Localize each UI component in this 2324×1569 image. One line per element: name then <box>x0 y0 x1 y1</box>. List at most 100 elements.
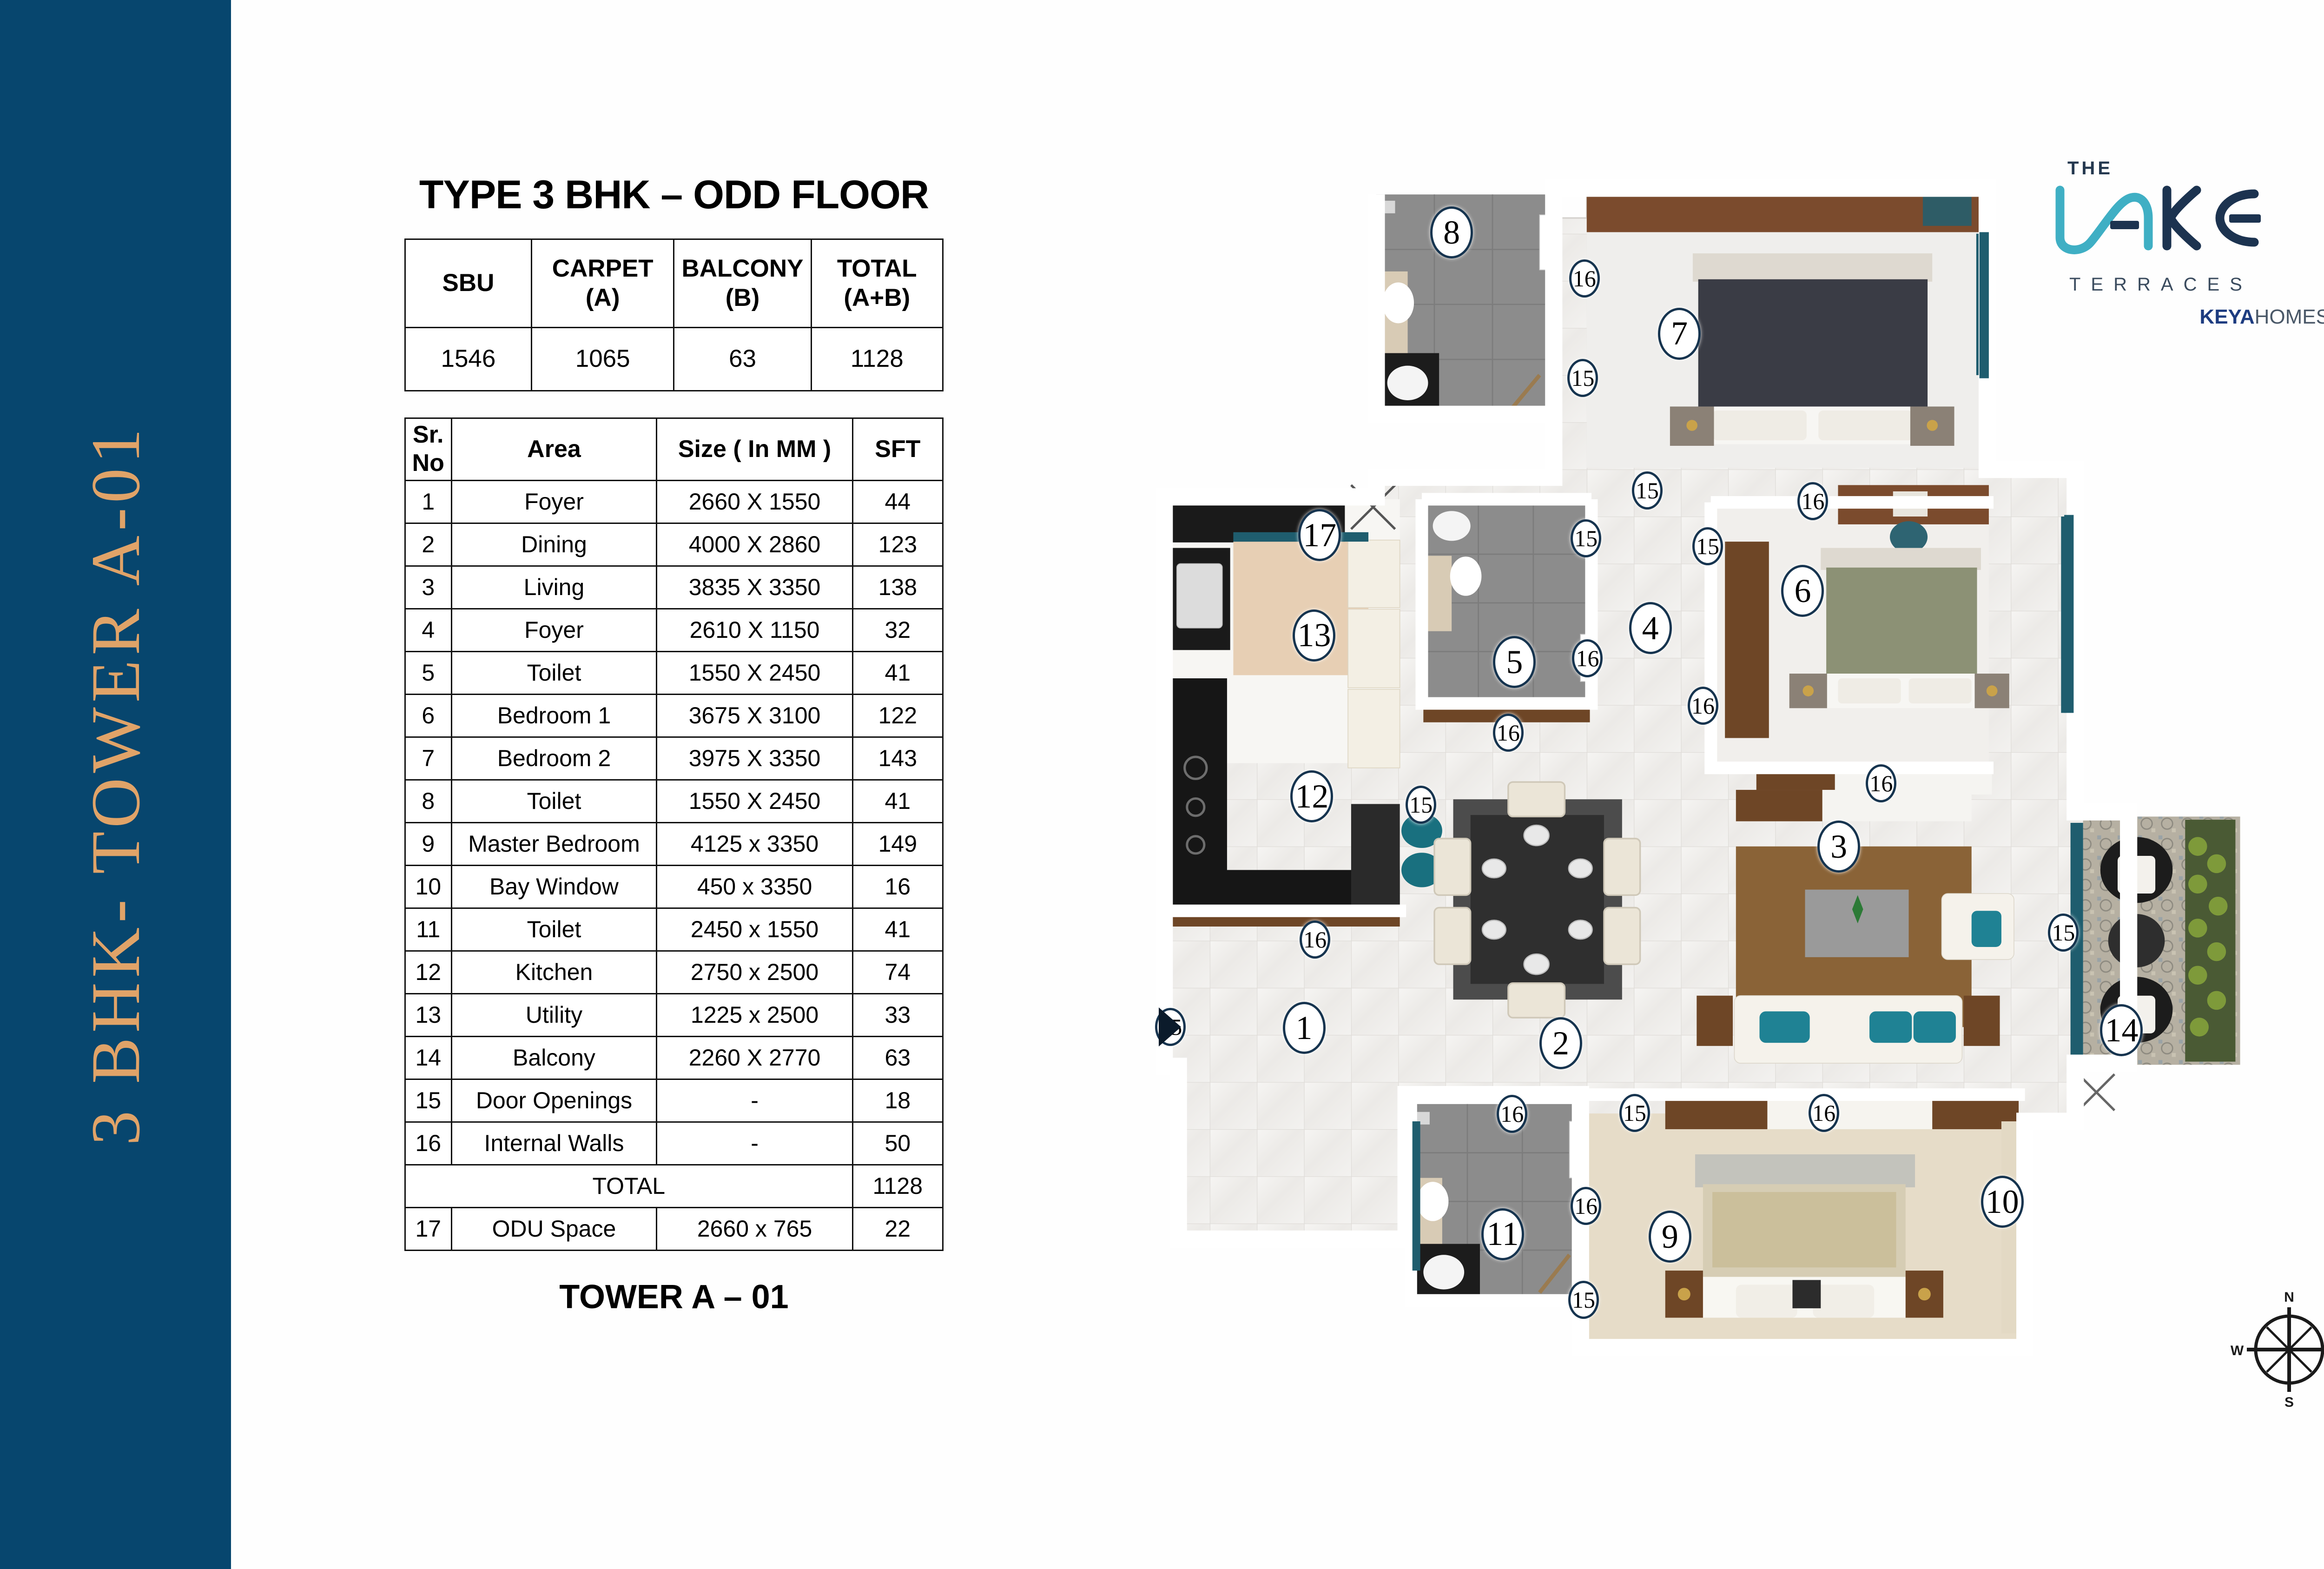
dining-chairs <box>1433 781 1641 1019</box>
floorplan-marker-6[interactable]: 6 <box>1781 565 1824 617</box>
areas-cell-area: Balcony <box>450 1035 658 1080</box>
bedroom2-lamp-left <box>1686 420 1698 431</box>
areas-cell-size: 2610 X 1150 <box>656 608 853 652</box>
areas-cell-sft: 74 <box>852 950 944 994</box>
areas-cell-sft: 143 <box>852 736 944 781</box>
summary-value-balcony: 63 <box>673 327 812 391</box>
areas-cell-area: Bedroom 1 <box>450 693 658 738</box>
floorplan-marker-12[interactable]: 12 <box>1290 770 1334 823</box>
logo-lake-wordmark <box>2055 185 2261 254</box>
floorplan-marker-16[interactable]: 16 <box>1809 1093 1840 1132</box>
toilet5-wc <box>1450 556 1482 596</box>
floorplan-marker-15[interactable]: 15 <box>1692 527 1723 566</box>
floorplan-marker-15[interactable]: 15 <box>1567 359 1598 397</box>
summary-header-carpet-line2: (A) <box>585 284 620 311</box>
floorplan-marker-15[interactable]: 15 <box>2048 913 2079 952</box>
utility-sink <box>1176 563 1223 629</box>
floorplan-marker-15[interactable]: 15 <box>1568 1280 1599 1319</box>
living-cushion-3 <box>1913 1011 1956 1043</box>
living-sidetable-right <box>1963 995 2000 1046</box>
bedroom2-bed <box>1698 279 1928 409</box>
floorplan-marker-16[interactable]: 16 <box>1569 259 1600 298</box>
floorplan-marker-16[interactable]: 16 <box>1300 920 1331 959</box>
floorplan-marker-15[interactable]: 15 <box>1631 471 1663 510</box>
floorplan-marker-16[interactable]: 16 <box>1687 687 1718 725</box>
floorplan-marker-16[interactable]: 16 <box>1492 713 1524 752</box>
floorplan-marker-16[interactable]: 16 <box>1497 1094 1528 1133</box>
master-lamp-left <box>1677 1288 1690 1301</box>
areas-cell-sft: 22 <box>852 1206 944 1251</box>
bedroom2-pillow-left <box>1712 410 1807 441</box>
floorplan-marker-15[interactable]: 15 <box>1571 519 1602 558</box>
floorplan-marker-4[interactable]: 4 <box>1629 602 1672 655</box>
areas-cell-sr: 2 <box>404 522 452 567</box>
floorplan-marker-3[interactable]: 3 <box>1817 821 1861 873</box>
areas-cell-size: 2660 x 765 <box>656 1206 853 1251</box>
areas-cell-size: 2260 X 2770 <box>656 1035 853 1080</box>
areas-cell-sr: 12 <box>404 950 452 994</box>
master-throw <box>1712 1192 1896 1268</box>
areas-cell-size: 4000 X 2860 <box>656 522 853 567</box>
areas-cell-area: Dining <box>450 522 658 567</box>
living-cushion-1 <box>1759 1011 1810 1043</box>
toilet5-basin <box>1433 511 1471 541</box>
floorplan-marker-11[interactable]: 11 <box>1481 1208 1524 1260</box>
areas-cell-size: 2750 x 2500 <box>656 950 853 994</box>
areas-cell-area: Foyer <box>450 608 658 652</box>
living-cushion-2 <box>1869 1011 1912 1043</box>
summary-header-balcony: BALCONY (B) <box>673 238 812 328</box>
areas-cell-area: Foyer <box>450 479 658 524</box>
floorplan-marker-16[interactable]: 16 <box>1572 639 1603 677</box>
areas-total-value: 1128 <box>852 1164 944 1208</box>
kitchen-hob <box>1183 755 1208 855</box>
toilet5-vanity <box>1426 556 1452 631</box>
floorplan-marker-8[interactable]: 8 <box>1430 206 1473 259</box>
walls-internal <box>1164 493 2025 1307</box>
floorplan-marker-16[interactable]: 16 <box>1866 764 1897 803</box>
toilet8-wc <box>1382 282 1414 324</box>
floorplan-marker-16[interactable]: 16 <box>1797 482 1829 520</box>
areas-cell-area: Toilet <box>450 907 658 952</box>
floorplan-marker-2[interactable]: 2 <box>1539 1017 1583 1070</box>
floorplan-marker-1[interactable]: 1 <box>1282 1002 1326 1054</box>
areas-cell-area: Bay Window <box>450 864 658 909</box>
floorplan-marker-14[interactable]: 14 <box>2100 1004 2143 1057</box>
areas-header-sft: SFT <box>852 417 944 481</box>
compass-west-label: W <box>2231 1343 2244 1358</box>
areas-cell-area: Door Openings <box>450 1078 658 1123</box>
bedroom1-pillow-right <box>1908 678 1972 704</box>
areas-cell-sft: 18 <box>852 1078 944 1123</box>
floorplan-marker-7[interactable]: 7 <box>1658 307 1701 360</box>
areas-cell-sr: 9 <box>404 821 452 866</box>
floorplan-marker-5[interactable]: 5 <box>1493 636 1536 689</box>
floorplan-marker-13[interactable]: 13 <box>1293 609 1336 662</box>
compass-rose: N E S W <box>2231 1290 2324 1409</box>
areas-cell-area: Bedroom 2 <box>450 736 658 781</box>
areas-cell-size: 3975 X 3350 <box>656 736 853 781</box>
floorplan-marker-9[interactable]: 9 <box>1648 1211 1691 1263</box>
areas-cell-sr: 5 <box>404 650 452 695</box>
logo-terraces-text: TERRACES <box>2069 274 2252 295</box>
areas-cell-area: Toilet <box>450 650 658 695</box>
floorplan-marker-15[interactable]: 15 <box>1619 1093 1650 1132</box>
summary-header-carpet: CARPET (A) <box>530 238 675 328</box>
areas-cell-sr: 11 <box>404 907 452 952</box>
bedroom2-lamp-right <box>1927 420 1938 431</box>
areas-cell-area: Toilet <box>450 779 658 823</box>
floorplan-marker-10[interactable]: 10 <box>1981 1176 2024 1228</box>
bedroom1-chair <box>1889 521 1928 553</box>
floorplan-marker-15[interactable]: 15 <box>1406 785 1437 824</box>
floorplan-marker-17[interactable]: 17 <box>1298 509 1341 562</box>
utility-cabinet <box>1347 689 1400 768</box>
areas-cell-sr: 15 <box>404 1078 452 1123</box>
floorplan-marker-16[interactable]: 16 <box>1571 1186 1602 1225</box>
areas-cell-area: Internal Walls <box>450 1121 658 1165</box>
summary-header-total: TOTAL (A+B) <box>810 238 944 328</box>
